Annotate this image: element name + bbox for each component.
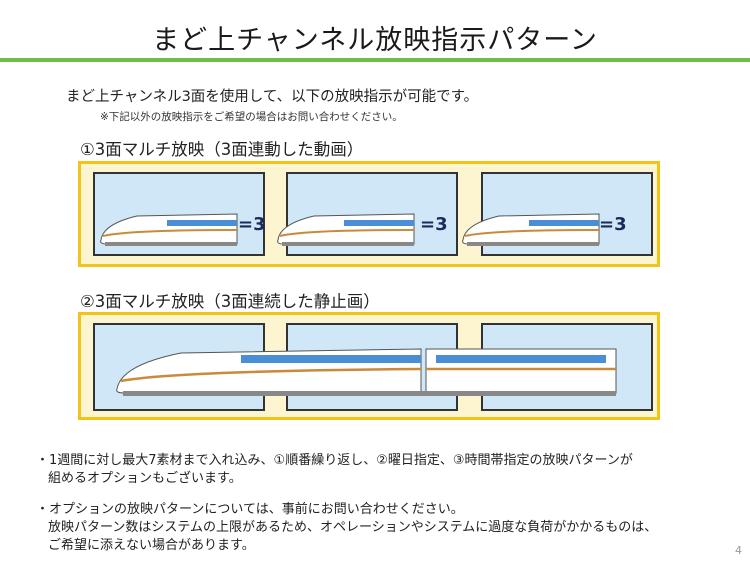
equals-three-3: =3 xyxy=(599,214,627,235)
bullet-1-line1: ・1週間に対し最大7素材まで入れ込み、①順番繰り返し、②曜日指定、③時間帯指定の… xyxy=(36,453,633,468)
bullet-2-line2: 放映パターン数はシステムの上限があるため、オペレーションやシステムに過度な負荷が… xyxy=(48,520,658,535)
section2-panel xyxy=(78,312,660,420)
page-number: 4 xyxy=(735,544,742,557)
train-icon xyxy=(100,213,238,246)
screen-2 xyxy=(277,172,458,256)
bullet-2: ・オプションの放映パターンについては、事前にお問い合わせください。 放映パターン… xyxy=(36,501,657,555)
equals-three-2: =3 xyxy=(420,214,448,235)
section2-title: ②3面マルチ放映（3面連続した静止画） xyxy=(80,292,380,311)
equals-three-1: =3 xyxy=(238,214,266,235)
long-train-image xyxy=(116,348,617,396)
section1-panel: =3 =3 =3 xyxy=(78,161,660,267)
bullet-2-line3: ご希望に添えない場合があります。 xyxy=(48,538,255,553)
bullet-2-line1: ・オプションの放映パターンについては、事前にお問い合わせください。 xyxy=(36,502,464,517)
train-icon xyxy=(277,213,415,246)
section1-title: ①3面マルチ放映（3面連動した動画） xyxy=(80,140,364,159)
title-rule xyxy=(0,58,750,62)
bullet-1: ・1週間に対し最大7素材まで入れ込み、①順番繰り返し、②曜日指定、③時間帯指定の… xyxy=(36,452,633,488)
note-text: ※下記以外の放映指示をご希望の場合はお問い合わせください。 xyxy=(100,111,403,123)
bullet-1-line2: 組めるオプションもございます。 xyxy=(48,471,242,486)
intro-text: まど上チャンネル3面を使用して、以下の放映指示が可能です。 xyxy=(66,89,479,105)
train-icon xyxy=(462,213,600,246)
screen-1 xyxy=(93,172,265,256)
slide-title: まど上チャンネル放映指示パターン xyxy=(152,25,598,56)
screen-3 xyxy=(462,172,653,256)
